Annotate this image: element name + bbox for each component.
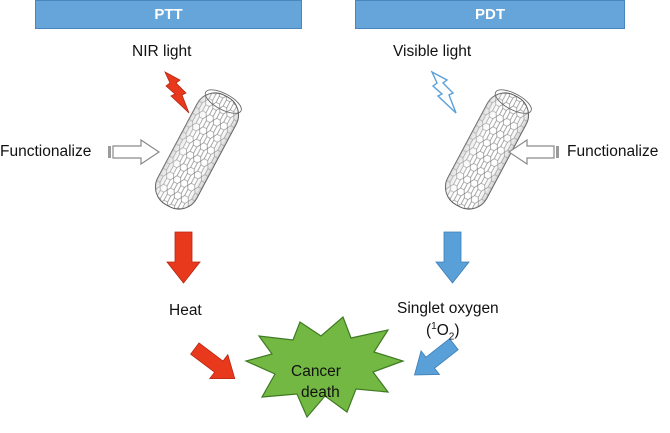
heat-label: Heat (169, 302, 202, 319)
functionalize-right-label: Functionalize (567, 143, 659, 160)
ptt-header: PTT (35, 0, 302, 29)
cancer-death-starburst (244, 315, 405, 419)
death-label: death (301, 384, 340, 401)
visible-light-label: Visible light (393, 43, 472, 60)
cancer-label: Cancer (291, 363, 341, 380)
heat-down-arrow-icon (166, 231, 201, 284)
singlet-oxygen-label: Singlet oxygen (397, 300, 499, 317)
ptt-nanotube (154, 89, 242, 210)
functionalize-left-label: Functionalize (0, 143, 92, 160)
nir-light-label: NIR light (132, 43, 192, 60)
pdt-header: PDT (355, 0, 625, 29)
functionalize-arrow-left-icon (108, 138, 161, 166)
singlet-oxygen-formula: (1O2) (426, 321, 460, 343)
pdt-nanotube (444, 89, 532, 210)
oxygen-to-death-arrow-icon (413, 338, 459, 376)
heat-to-death-arrow-icon (190, 342, 236, 380)
nir-lightning-icon (164, 71, 190, 114)
visible-lightning-icon (430, 70, 457, 114)
oxygen-down-arrow-icon (435, 231, 470, 284)
functionalize-arrow-right-icon (507, 138, 559, 166)
